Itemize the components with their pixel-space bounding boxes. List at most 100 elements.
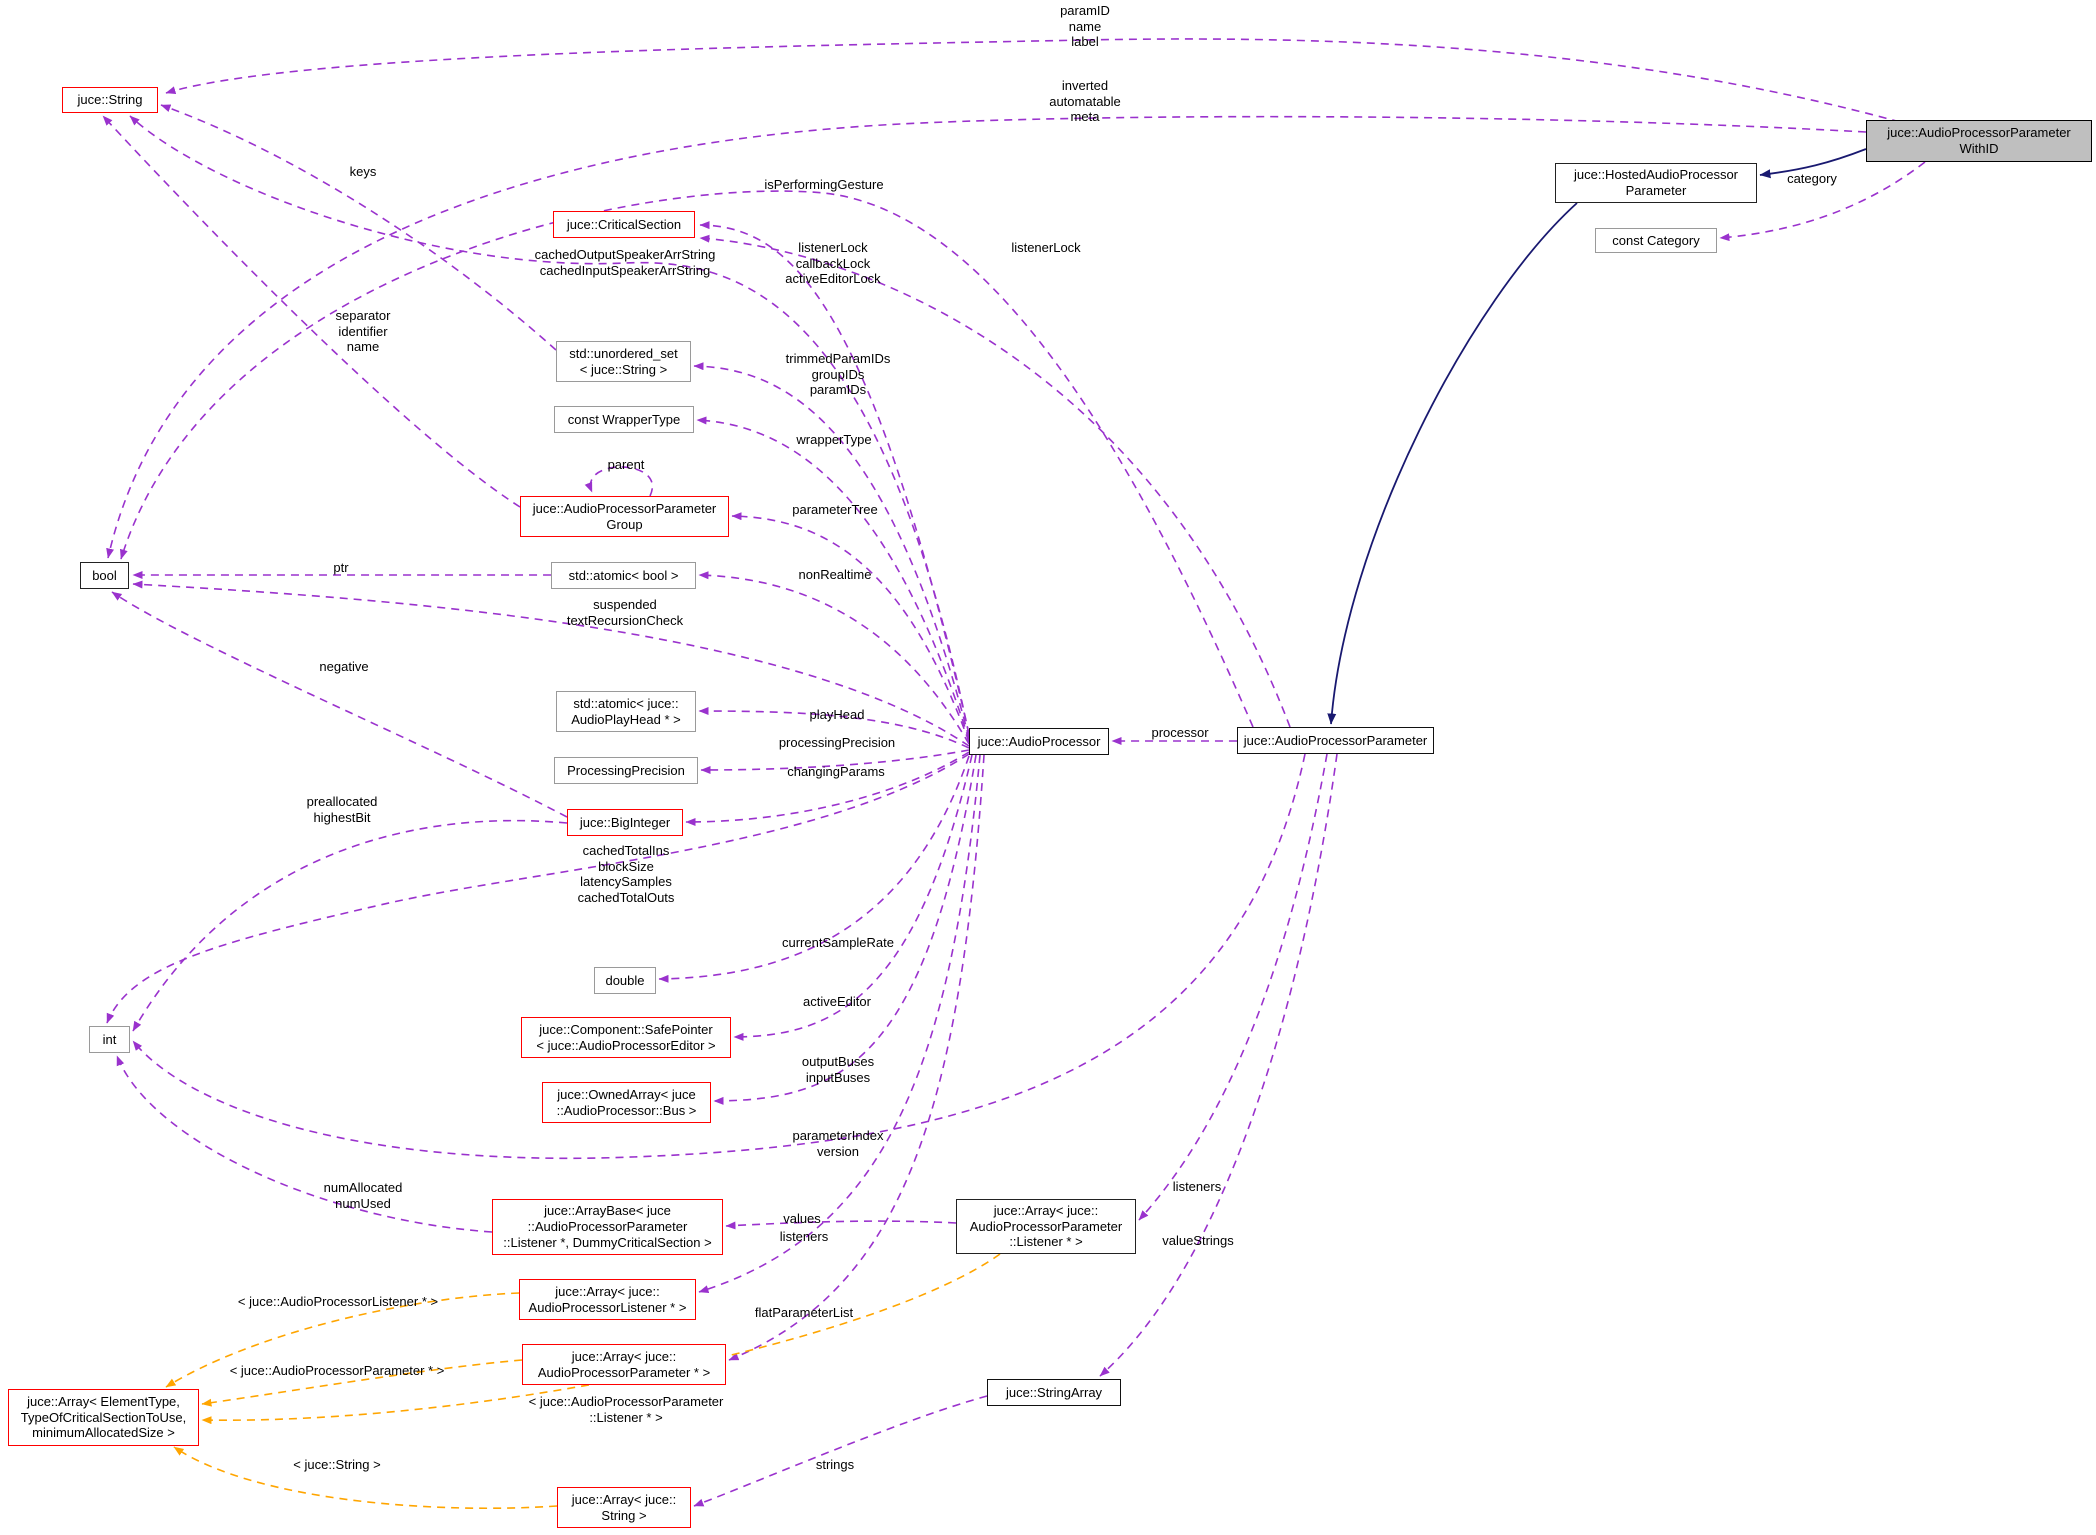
edge-valuestrings — [1099, 753, 1338, 1377]
node-atomic-playhead: std::atomic< juce:: AudioPlayHead * > — [556, 691, 696, 732]
node-array-generic[interactable]: juce::Array< ElementType, TypeOfCritical… — [8, 1389, 199, 1446]
edge-label-parametertree: parameterTree — [792, 502, 878, 517]
edge-cachedspeakerarrstrings — [129, 115, 970, 736]
edge-processingprecision — [700, 749, 970, 774]
node-array-param-listener[interactable]: juce::Array< juce:: AudioProcessorParame… — [956, 1199, 1136, 1254]
edge-label-playhead: playHead — [809, 707, 865, 722]
edge-label-category: category — [1787, 171, 1837, 186]
edge-label-parameterindex-version: parameterIndex version — [792, 1128, 884, 1159]
edge-label-listenerlock: listenerLock — [1011, 240, 1081, 255]
node-wrapper-type: const WrapperType — [554, 406, 694, 433]
edge-parametertree — [731, 512, 970, 743]
edge-label-processingprecision: processingPrecision — [778, 735, 896, 750]
edge-label-ptr: ptr — [333, 560, 349, 575]
node-bool[interactable]: bool — [80, 562, 129, 589]
edge-label-cachedspeakerarrstrings: cachedOutputSpeakerArrString cachedInput… — [534, 247, 716, 278]
edge-template-audioprocessorlistener — [165, 1292, 520, 1388]
edge-label-listeners-processor: listeners — [779, 1229, 829, 1244]
node-critical-section[interactable]: juce::CriticalSection — [553, 211, 695, 238]
edge-parameterindex-version — [132, 753, 1306, 1160]
edge-parent-selfloop — [584, 466, 654, 497]
edge-listeners-processor — [698, 754, 981, 1293]
edge-isperforminggesture — [119, 190, 1254, 728]
edge-cachedtotals — [106, 753, 970, 1024]
edge-locks — [699, 221, 970, 735]
edge-label-activeeditor: activeEditor — [803, 994, 871, 1009]
node-array-juce-string[interactable]: juce::Array< juce:: String > — [557, 1487, 691, 1528]
edge-template-audioprocessorparameter — [201, 1359, 523, 1407]
edge-label-valuestrings: valueStrings — [1162, 1233, 1234, 1248]
edge-label-wrappertype: wrapperType — [796, 432, 872, 447]
node-atomic-bool: std::atomic< bool > — [551, 562, 696, 589]
node-const-category: const Category — [1595, 228, 1717, 253]
edge-negative — [111, 591, 568, 818]
node-big-integer[interactable]: juce::BigInteger — [567, 809, 683, 836]
edge-inverted-automatable-meta — [106, 115, 1867, 559]
edge-label-processor: processor — [1151, 725, 1209, 740]
edge-numallocated-numused — [116, 1055, 493, 1233]
node-string-array[interactable]: juce::StringArray — [987, 1379, 1121, 1406]
edge-label-cachedtotals: cachedTotalIns blockSize latencySamples … — [577, 843, 675, 905]
edge-label-inverted-automatable-meta: inverted automatable meta — [1049, 78, 1121, 125]
edge-label-currentsamplerate: currentSampleRate — [782, 935, 894, 950]
edge-activeeditor — [733, 754, 973, 1041]
edge-label-suspended: suspended textRecursionCheck — [566, 597, 684, 628]
edge-label-template-audioprocessorparameter: < juce::AudioProcessorParameter * > — [229, 1363, 445, 1378]
edge-suspended — [132, 580, 970, 747]
node-audio-processor[interactable]: juce::AudioProcessor — [969, 728, 1109, 755]
edge-label-locks: listenerLock callbackLock activeEditorLo… — [785, 240, 881, 287]
edge-label-changingparams: changingParams — [787, 764, 885, 779]
edge-separator-identifier-name — [102, 115, 521, 508]
edge-label-separator-identifier-name: separator identifier name — [335, 308, 391, 355]
edge-template-parameterlistener — [201, 1253, 1001, 1425]
edge-listenerlock — [699, 234, 1291, 728]
edge-label-buses: outputBuses inputBuses — [801, 1054, 875, 1085]
edge-buses — [713, 754, 977, 1105]
edge-label-flatparameterlist: flatParameterList — [754, 1305, 854, 1320]
edge-playhead — [698, 707, 970, 749]
edge-listeners-parameter — [1138, 753, 1328, 1221]
edge-inherit-hosted-parameter — [1327, 202, 1578, 725]
edge-paramid-name-label — [165, 38, 1901, 123]
edge-inherit-withid-hosted — [1759, 148, 1867, 179]
edge-preallocated-highestbit — [132, 819, 568, 1032]
edge-flatparameterlist — [728, 754, 985, 1361]
node-array-base[interactable]: juce::ArrayBase< juce ::AudioProcessorPa… — [492, 1199, 723, 1255]
node-hosted-parameter[interactable]: juce::HostedAudioProcessor Parameter — [1555, 163, 1757, 203]
edge-label-template-string: < juce::String > — [293, 1457, 381, 1472]
edge-label-values: values — [783, 1211, 821, 1226]
edge-label-parent: parent — [607, 457, 645, 472]
edge-keys — [160, 104, 557, 351]
edge-label-template-parameterlistener: < juce::AudioProcessorParameter ::Listen… — [528, 1394, 724, 1425]
edge-label-numallocated-numused: numAllocated numUsed — [323, 1180, 403, 1211]
node-juce-string[interactable]: juce::String — [62, 87, 158, 113]
edge-paramids — [693, 362, 970, 739]
node-array-listener[interactable]: juce::Array< juce:: AudioProcessorListen… — [519, 1279, 696, 1320]
edge-currentsamplerate — [658, 755, 970, 983]
edge-label-keys: keys — [349, 164, 377, 179]
node-safe-pointer[interactable]: juce::Component::SafePointer < juce::Aud… — [521, 1017, 731, 1058]
edge-label-nonrealtime: nonRealtime — [798, 567, 872, 582]
node-unordered-set: std::unordered_set < juce::String > — [556, 341, 691, 382]
node-owned-array[interactable]: juce::OwnedArray< juce ::AudioProcessor:… — [542, 1082, 711, 1123]
edge-category — [1719, 161, 1926, 242]
node-audio-processor-parameter[interactable]: juce::AudioProcessorParameter — [1237, 727, 1434, 754]
node-processing-precision: ProcessingPrecision — [554, 757, 698, 784]
edge-strings — [693, 1395, 988, 1507]
edge-label-strings: strings — [815, 1457, 855, 1472]
edge-changingparams — [685, 751, 970, 826]
node-array-parameter[interactable]: juce::Array< juce:: AudioProcessorParame… — [522, 1344, 726, 1385]
edge-label-paramids: trimmedParamIDs groupIDs paramIDs — [785, 351, 891, 398]
edge-label-paramid-name-label: paramID name label — [1060, 3, 1110, 50]
edge-label-template-audioprocessorlistener: < juce::AudioProcessorListener * > — [237, 1294, 439, 1309]
edge-label-negative: negative — [319, 659, 369, 674]
node-double: double — [594, 967, 656, 994]
edge-values — [725, 1220, 957, 1230]
edge-label-listeners-parameter: listeners — [1172, 1179, 1222, 1194]
node-with-id-main: juce::AudioProcessorParameter WithID — [1866, 120, 2092, 162]
edge-label-isperforminggesture: isPerformingGesture — [764, 177, 884, 192]
edge-label-preallocated-highestbit: preallocated highestBit — [306, 794, 378, 825]
node-parameter-group[interactable]: juce::AudioProcessorParameter Group — [520, 496, 729, 537]
